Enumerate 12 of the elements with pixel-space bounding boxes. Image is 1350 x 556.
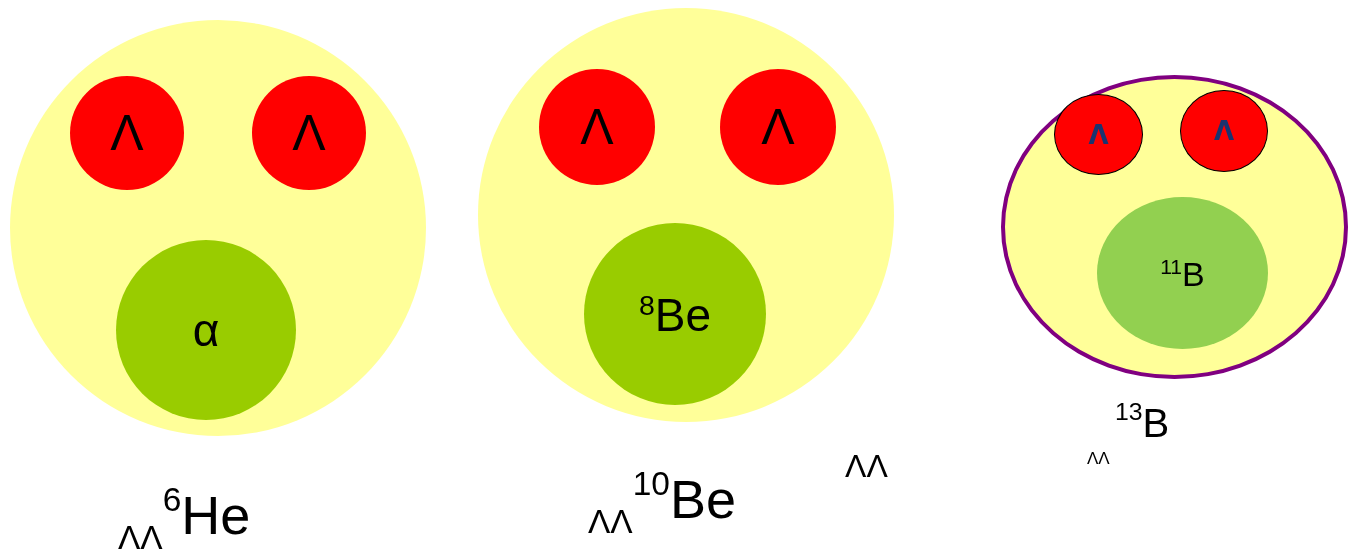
isotope-symbol: $^{13}$B — [1115, 400, 1170, 444]
particle-label: Λ — [1088, 121, 1109, 148]
particle-label: Λ — [110, 108, 144, 158]
particle-label: $^{11}$B — [1160, 255, 1205, 291]
particle-label: α — [192, 307, 220, 353]
lambda-symbol: ΛΛ — [845, 450, 888, 482]
particle-label: Λ — [761, 102, 795, 152]
particle-label: Λ — [292, 108, 326, 158]
particle-label: Λ — [580, 102, 614, 152]
particle-label: Λ — [1213, 118, 1235, 144]
lambda-symbol: ΛΛ — [1087, 450, 1110, 467]
particle-label: $^{8}$Be — [638, 290, 712, 338]
